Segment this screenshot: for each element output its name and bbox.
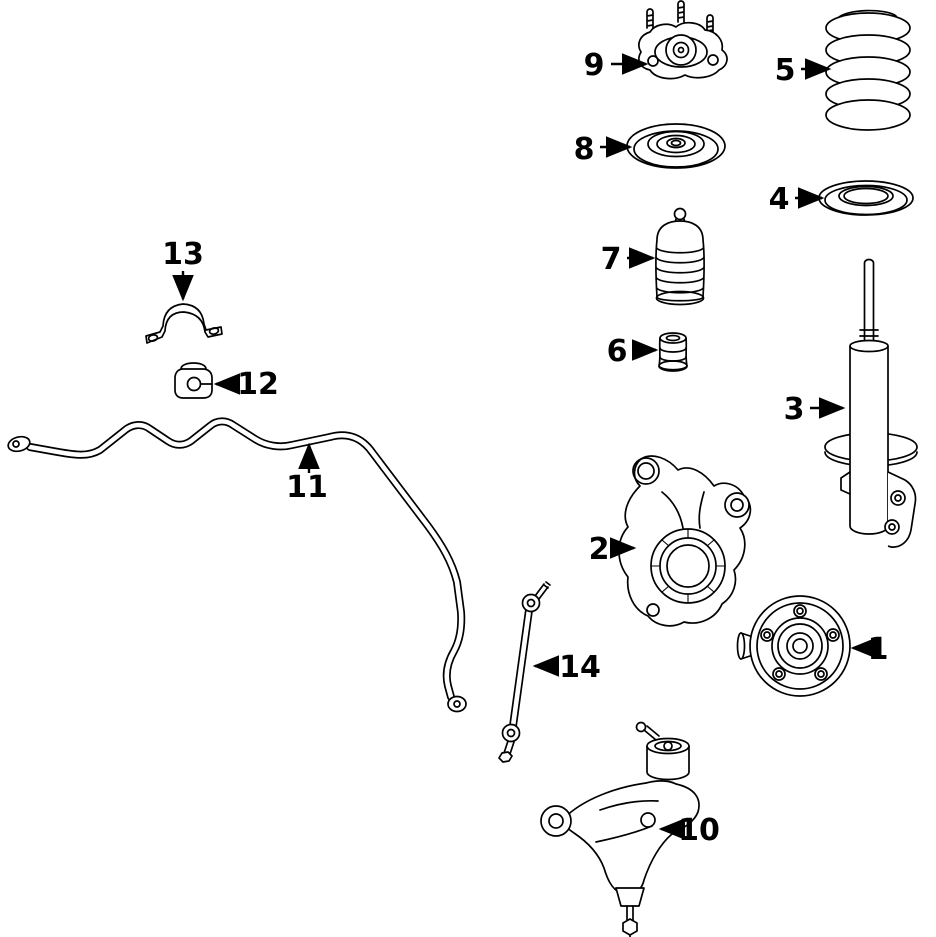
callout-11[interactable]: 11 (286, 470, 328, 505)
callout-4[interactable]: 4 (769, 182, 790, 217)
callout-12[interactable]: 12 (237, 367, 279, 402)
part-10-control-arm-drawing (540, 721, 700, 937)
part-11-stabilizer-bar-drawing (7, 417, 467, 713)
callout-8[interactable]: 8 (574, 132, 595, 167)
part-8-bearing-plate-drawing (626, 123, 726, 169)
callout-9[interactable]: 9 (584, 48, 605, 83)
callout-5[interactable]: 5 (775, 53, 796, 88)
callouts: 1 2 3 4 5 6 7 8 9 10 11 12 13 14 (162, 48, 888, 848)
part-14-stabilizer-link-drawing (498, 581, 551, 763)
callout-10[interactable]: 10 (678, 813, 720, 848)
callout-1[interactable]: 1 (868, 632, 889, 667)
part-9-strut-mount-drawing (638, 0, 728, 80)
part-2-steering-knuckle-drawing (618, 455, 752, 627)
part-13-stabilizer-bracket-drawing (145, 303, 223, 344)
callout-13[interactable]: 13 (162, 237, 204, 272)
callout-14[interactable]: 14 (559, 650, 601, 685)
part-7-dust-boot-drawing (655, 207, 705, 306)
callout-2[interactable]: 2 (589, 532, 610, 567)
part-1-wheel-hub-drawing (736, 595, 851, 697)
part-3-strut-drawing (824, 258, 918, 548)
callout-3[interactable]: 3 (784, 392, 805, 427)
part-4-spring-seat-drawing (818, 180, 914, 216)
part-6-bump-stop-drawing (658, 332, 688, 372)
part-5-coil-spring-drawing (825, 9, 911, 131)
callout-7[interactable]: 7 (601, 242, 622, 277)
callout-6[interactable]: 6 (607, 334, 628, 369)
part-12-stabilizer-bushing-drawing (174, 362, 213, 399)
